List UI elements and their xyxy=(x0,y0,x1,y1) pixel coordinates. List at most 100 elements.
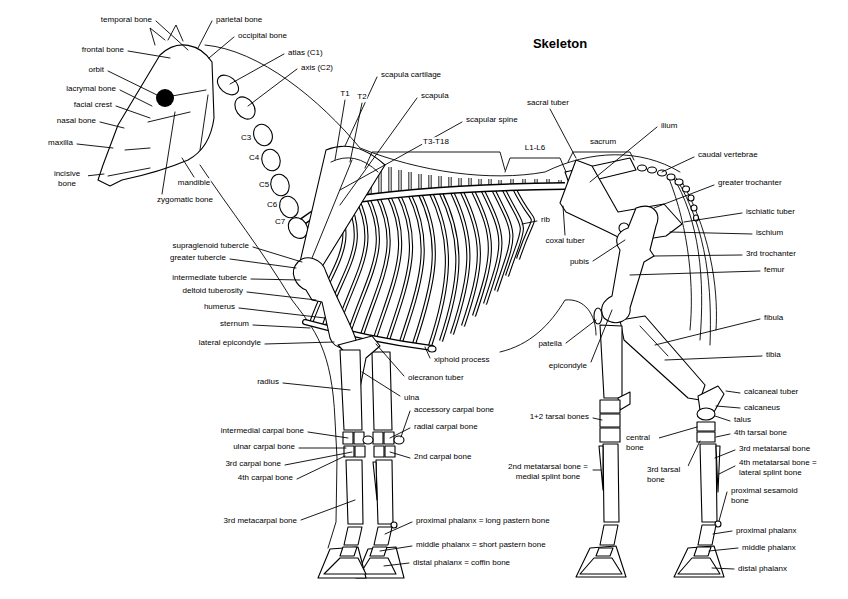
near-foreleg xyxy=(340,547,357,556)
bone-label: greater tubercle xyxy=(169,253,227,263)
bone-label: occipital bone xyxy=(237,31,288,41)
bone-label: mandible xyxy=(177,178,211,188)
bone-label: ulna xyxy=(403,393,420,403)
skull xyxy=(108,90,208,176)
bone-label: sacral tuber xyxy=(526,98,570,108)
bone-label: pubis xyxy=(569,257,590,267)
bone-label: 3rd tarsal bone xyxy=(646,465,688,484)
femur xyxy=(602,206,658,322)
rib-cage xyxy=(428,346,436,352)
far-hindleg xyxy=(697,432,715,442)
bone-label: scapular spine xyxy=(465,115,519,125)
body-outline xyxy=(150,25,183,45)
bone-label: temporal bone xyxy=(100,15,153,25)
bone-label: lateral epicondyle xyxy=(198,338,262,348)
leader-lines xyxy=(593,391,740,569)
bone-label: middle phalanx xyxy=(741,543,797,553)
bone-label: ulnar carpal bone xyxy=(232,442,296,452)
bone-label: calcaneal tuber xyxy=(743,387,799,397)
bone-label: proximal phalanx = long pastern bone xyxy=(415,516,551,526)
near-foreleg xyxy=(346,460,363,524)
far-foreleg xyxy=(372,352,392,430)
bone-label: intermediate tubercle xyxy=(171,273,248,283)
vertebral-column xyxy=(250,121,276,149)
leader-lines xyxy=(230,247,430,396)
bone-label: calcaneus xyxy=(743,403,781,413)
bone-label: supraglenoid tubercle xyxy=(172,241,251,251)
near-foreleg xyxy=(355,446,365,457)
bone-label: talus xyxy=(733,415,752,425)
body-outline xyxy=(668,175,716,345)
bone-label: radial carpal bone xyxy=(413,422,479,432)
bone-label: zygomatic bone xyxy=(156,195,214,205)
bone-label: L1-L6 xyxy=(524,143,546,153)
far-hindleg xyxy=(716,446,720,492)
bone-label: T2 xyxy=(356,92,367,102)
bone-label: distal phalanx xyxy=(737,564,788,574)
leader-lines xyxy=(77,21,762,569)
bone-label: ischium xyxy=(755,228,784,238)
bone-label: humerus xyxy=(203,302,236,312)
pelvis xyxy=(560,160,682,242)
skull xyxy=(98,45,214,186)
near-foreleg xyxy=(354,432,364,444)
bone-label: scapula cartilage xyxy=(380,70,442,80)
bone-label: C4 xyxy=(248,153,260,163)
vertebral-column xyxy=(259,147,283,174)
bone-label: C6 xyxy=(266,200,278,210)
near-hindleg xyxy=(600,414,620,427)
near-foreleg xyxy=(340,350,362,430)
vertebral-column xyxy=(214,71,243,99)
far-hindleg xyxy=(697,422,715,431)
leader-lines xyxy=(335,77,694,205)
bone-label: ilium xyxy=(660,121,678,131)
vertebral-column xyxy=(268,172,292,199)
skull xyxy=(156,89,174,107)
bone-label: 3rd metatarsal bone xyxy=(738,444,811,454)
shoulder xyxy=(312,158,378,258)
bone-label: fibula xyxy=(763,313,784,323)
skull xyxy=(98,45,214,186)
bone-label: facial crest xyxy=(73,100,113,110)
shoulder xyxy=(293,258,356,348)
far-hindleg xyxy=(620,316,724,577)
shoulder xyxy=(300,146,385,270)
bone-label: intermedial carpal bone xyxy=(220,426,305,436)
far-hindleg xyxy=(698,525,716,545)
vertebral-column xyxy=(675,179,683,185)
vertebral-column xyxy=(648,167,657,173)
bone-label: 3rd metacarpal bone xyxy=(223,516,298,526)
diagram-title: Skeleton xyxy=(531,36,589,51)
vertebral-column xyxy=(638,165,647,171)
bone-label: 4th metatarsal bone = lateral splint bon… xyxy=(738,458,820,477)
bone-label: olecranon tuber xyxy=(407,373,465,383)
bone-label: 4th carpal bone xyxy=(237,473,294,483)
near-foreleg xyxy=(318,547,366,578)
far-foreleg xyxy=(373,432,383,444)
leader-lines xyxy=(365,152,634,172)
bone-label: axis (C2) xyxy=(300,63,334,73)
far-foreleg xyxy=(376,460,393,524)
near-foreleg xyxy=(324,558,366,574)
bone-label: frontal bone xyxy=(81,45,125,55)
leader-lines xyxy=(522,185,762,362)
vertebral-column xyxy=(231,93,260,123)
near-foreleg xyxy=(344,527,362,545)
shoulder xyxy=(293,146,385,348)
vertebral-column xyxy=(688,195,694,201)
bone-label: caudal vertebrae xyxy=(697,150,759,160)
bone-label: proximal sesamoid bone xyxy=(730,486,804,505)
far-foreleg xyxy=(356,352,404,578)
pelvis xyxy=(560,160,682,242)
far-hindleg xyxy=(694,547,711,556)
far-foreleg xyxy=(373,462,377,500)
near-hindleg xyxy=(600,325,622,398)
far-foreleg xyxy=(374,527,392,545)
femur xyxy=(594,308,602,324)
bone-label: T1 xyxy=(339,89,350,99)
bone-label: maxilla xyxy=(47,138,74,148)
bone-label: distal phalanx = coffin bone xyxy=(412,558,511,568)
bone-label: lacrymal bone xyxy=(65,84,117,94)
body-outline xyxy=(205,45,680,176)
